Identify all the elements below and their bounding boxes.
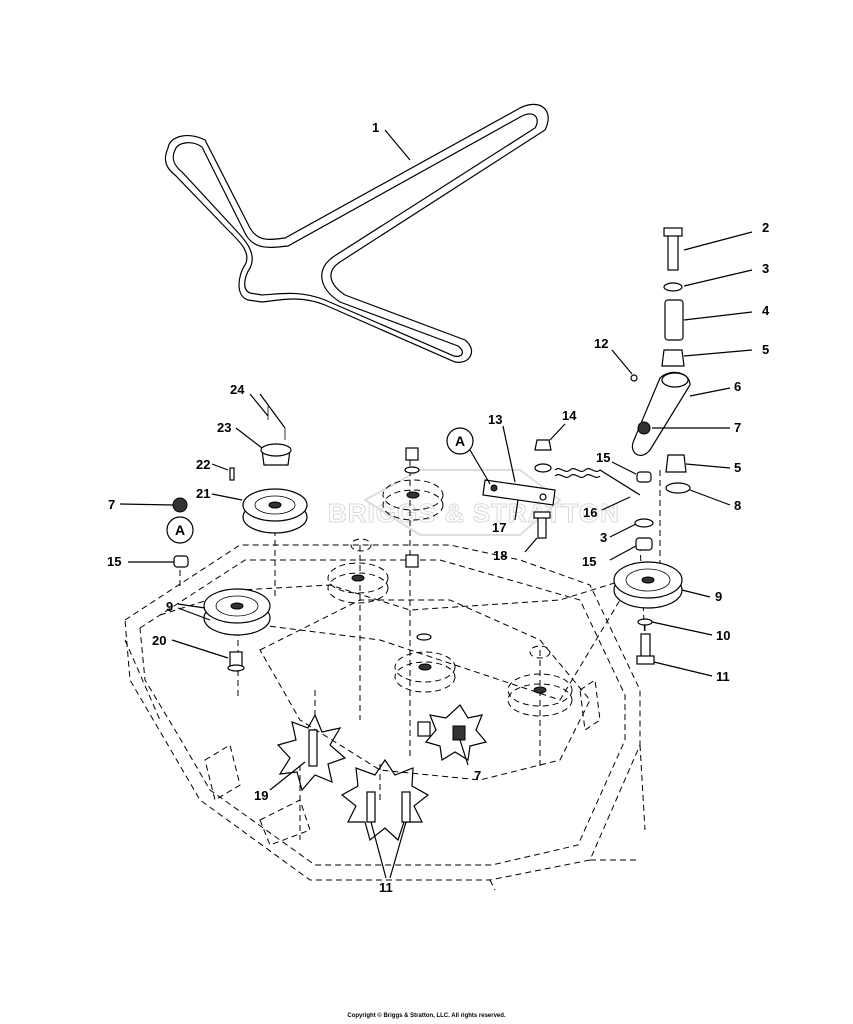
callout-14: 14	[562, 408, 577, 423]
callout-3b: 3	[600, 530, 607, 545]
callout-1: 1	[372, 120, 379, 135]
callout-24: 24	[230, 382, 245, 397]
reference-marker-a-top: A	[446, 427, 491, 485]
spacer-15a	[636, 471, 652, 483]
callout-4: 4	[762, 303, 770, 318]
idler-pulley-9-right	[613, 561, 683, 609]
idler-arm-assembly	[613, 227, 691, 665]
spindle-pulley-center-top	[382, 447, 444, 521]
callout-numbers: 1 2 3 4 5 12 6 7 5 8 13 14 15 16 17 18 3…	[107, 120, 770, 895]
spindle-pulleys	[327, 447, 573, 737]
spindle-pulley-right	[507, 645, 573, 717]
spacer-4	[664, 299, 684, 341]
callout-19: 19	[254, 788, 268, 803]
callout-20: 20	[152, 633, 166, 648]
callout-11: 11	[716, 669, 730, 684]
highlight-burst-19	[276, 713, 347, 792]
callout-7b: 7	[108, 497, 115, 512]
spacer-15c	[173, 555, 189, 568]
callout-13: 13	[488, 412, 502, 427]
callout-8: 8	[734, 498, 741, 513]
idler-pulley-9-left	[203, 588, 271, 636]
spindle-pulley-center	[394, 554, 456, 693]
callout-23: 23	[217, 420, 231, 435]
callout-3: 3	[762, 261, 769, 276]
drive-pulley-assembly-left	[172, 406, 308, 672]
callout-9a: 9	[715, 589, 722, 604]
washer-3	[663, 282, 683, 292]
callout-12: 12	[594, 336, 608, 351]
reference-marker-a-left: A	[166, 516, 194, 544]
spindle-pulley-left	[327, 538, 389, 604]
bushing-5b	[665, 454, 687, 473]
callout-17: 17	[492, 520, 506, 535]
grease-fitting-12	[630, 374, 638, 382]
watermark-text: BRIGGS & STRATTON	[328, 498, 620, 528]
nut-14	[534, 439, 552, 451]
svg-text:A: A	[175, 522, 185, 538]
callout-15a: 15	[596, 450, 610, 465]
washer-8	[665, 482, 691, 494]
washer-10	[637, 618, 653, 626]
key-22	[229, 467, 235, 481]
nut-7	[637, 421, 651, 435]
callout-21: 21	[196, 486, 210, 501]
bushing-20	[229, 651, 243, 667]
callout-10: 10	[716, 628, 730, 643]
callout-16: 16	[583, 505, 597, 520]
drive-pulley-21	[242, 488, 308, 534]
callout-7: 7	[734, 420, 741, 435]
callout-9b: 9	[166, 599, 173, 614]
callout-5b: 5	[734, 460, 741, 475]
callout-7c: 7	[474, 768, 481, 783]
highlight-burst-11	[340, 758, 430, 842]
spacer-15b	[635, 537, 653, 551]
bracket-13	[482, 479, 556, 506]
callout-2: 2	[762, 220, 769, 235]
svg-text:A: A	[455, 433, 465, 449]
callout-22: 22	[196, 457, 210, 472]
callout-6: 6	[734, 379, 741, 394]
watermark-logo: BRIGGS & STRATTON	[328, 469, 620, 536]
callout-15b: 15	[582, 554, 596, 569]
bushing-5	[661, 349, 685, 367]
mower-deck-outline	[124, 544, 646, 891]
bolt-18	[537, 515, 547, 539]
nut-7c-a	[417, 721, 431, 737]
nut-7b	[172, 497, 188, 513]
spring-16	[554, 467, 641, 496]
callout-15c: 15	[107, 554, 121, 569]
leader-lines	[119, 129, 753, 879]
callout-18: 18	[493, 548, 507, 563]
washer-3b	[634, 518, 654, 528]
bolt-2	[667, 231, 679, 271]
callout-11b: 11	[379, 880, 393, 895]
tension-spring-assembly	[482, 439, 641, 539]
callout-5: 5	[762, 342, 769, 357]
mower-belt	[164, 103, 549, 363]
copyright-notice: Copyright © Briggs & Stratton, LLC. All …	[347, 1013, 506, 1019]
highlight-burst-7	[424, 704, 488, 761]
